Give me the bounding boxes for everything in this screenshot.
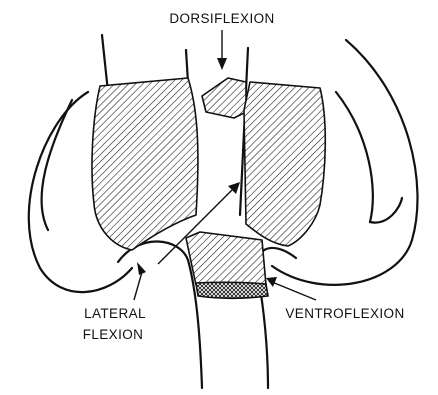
left-upper-shaft — [102, 35, 108, 92]
right-notch-contour — [370, 198, 402, 223]
label-flexion: FLEXION — [83, 327, 144, 342]
lateral-arrow-shaft — [134, 272, 142, 300]
right-inner-contour — [336, 92, 373, 222]
left-lateral-facet — [92, 78, 198, 250]
ventral-crosshatch-band — [196, 282, 268, 298]
label-ventroflexion: VENTROFLEXION — [285, 306, 404, 321]
dorsal-facet — [202, 78, 246, 118]
label-dorsiflexion: DORSIFLEXION — [169, 11, 274, 26]
right-lateral-facet — [244, 82, 325, 246]
ventroflexion-arrowhead — [266, 277, 277, 287]
label-lateral: LATERAL — [84, 306, 146, 321]
dorsiflexion-arrowhead — [217, 58, 227, 70]
left-inner-contour — [42, 100, 72, 230]
lateral-arrowhead — [137, 262, 146, 275]
ventral-facet — [186, 232, 266, 285]
ventroflexion-arrow-shaft — [272, 282, 316, 300]
